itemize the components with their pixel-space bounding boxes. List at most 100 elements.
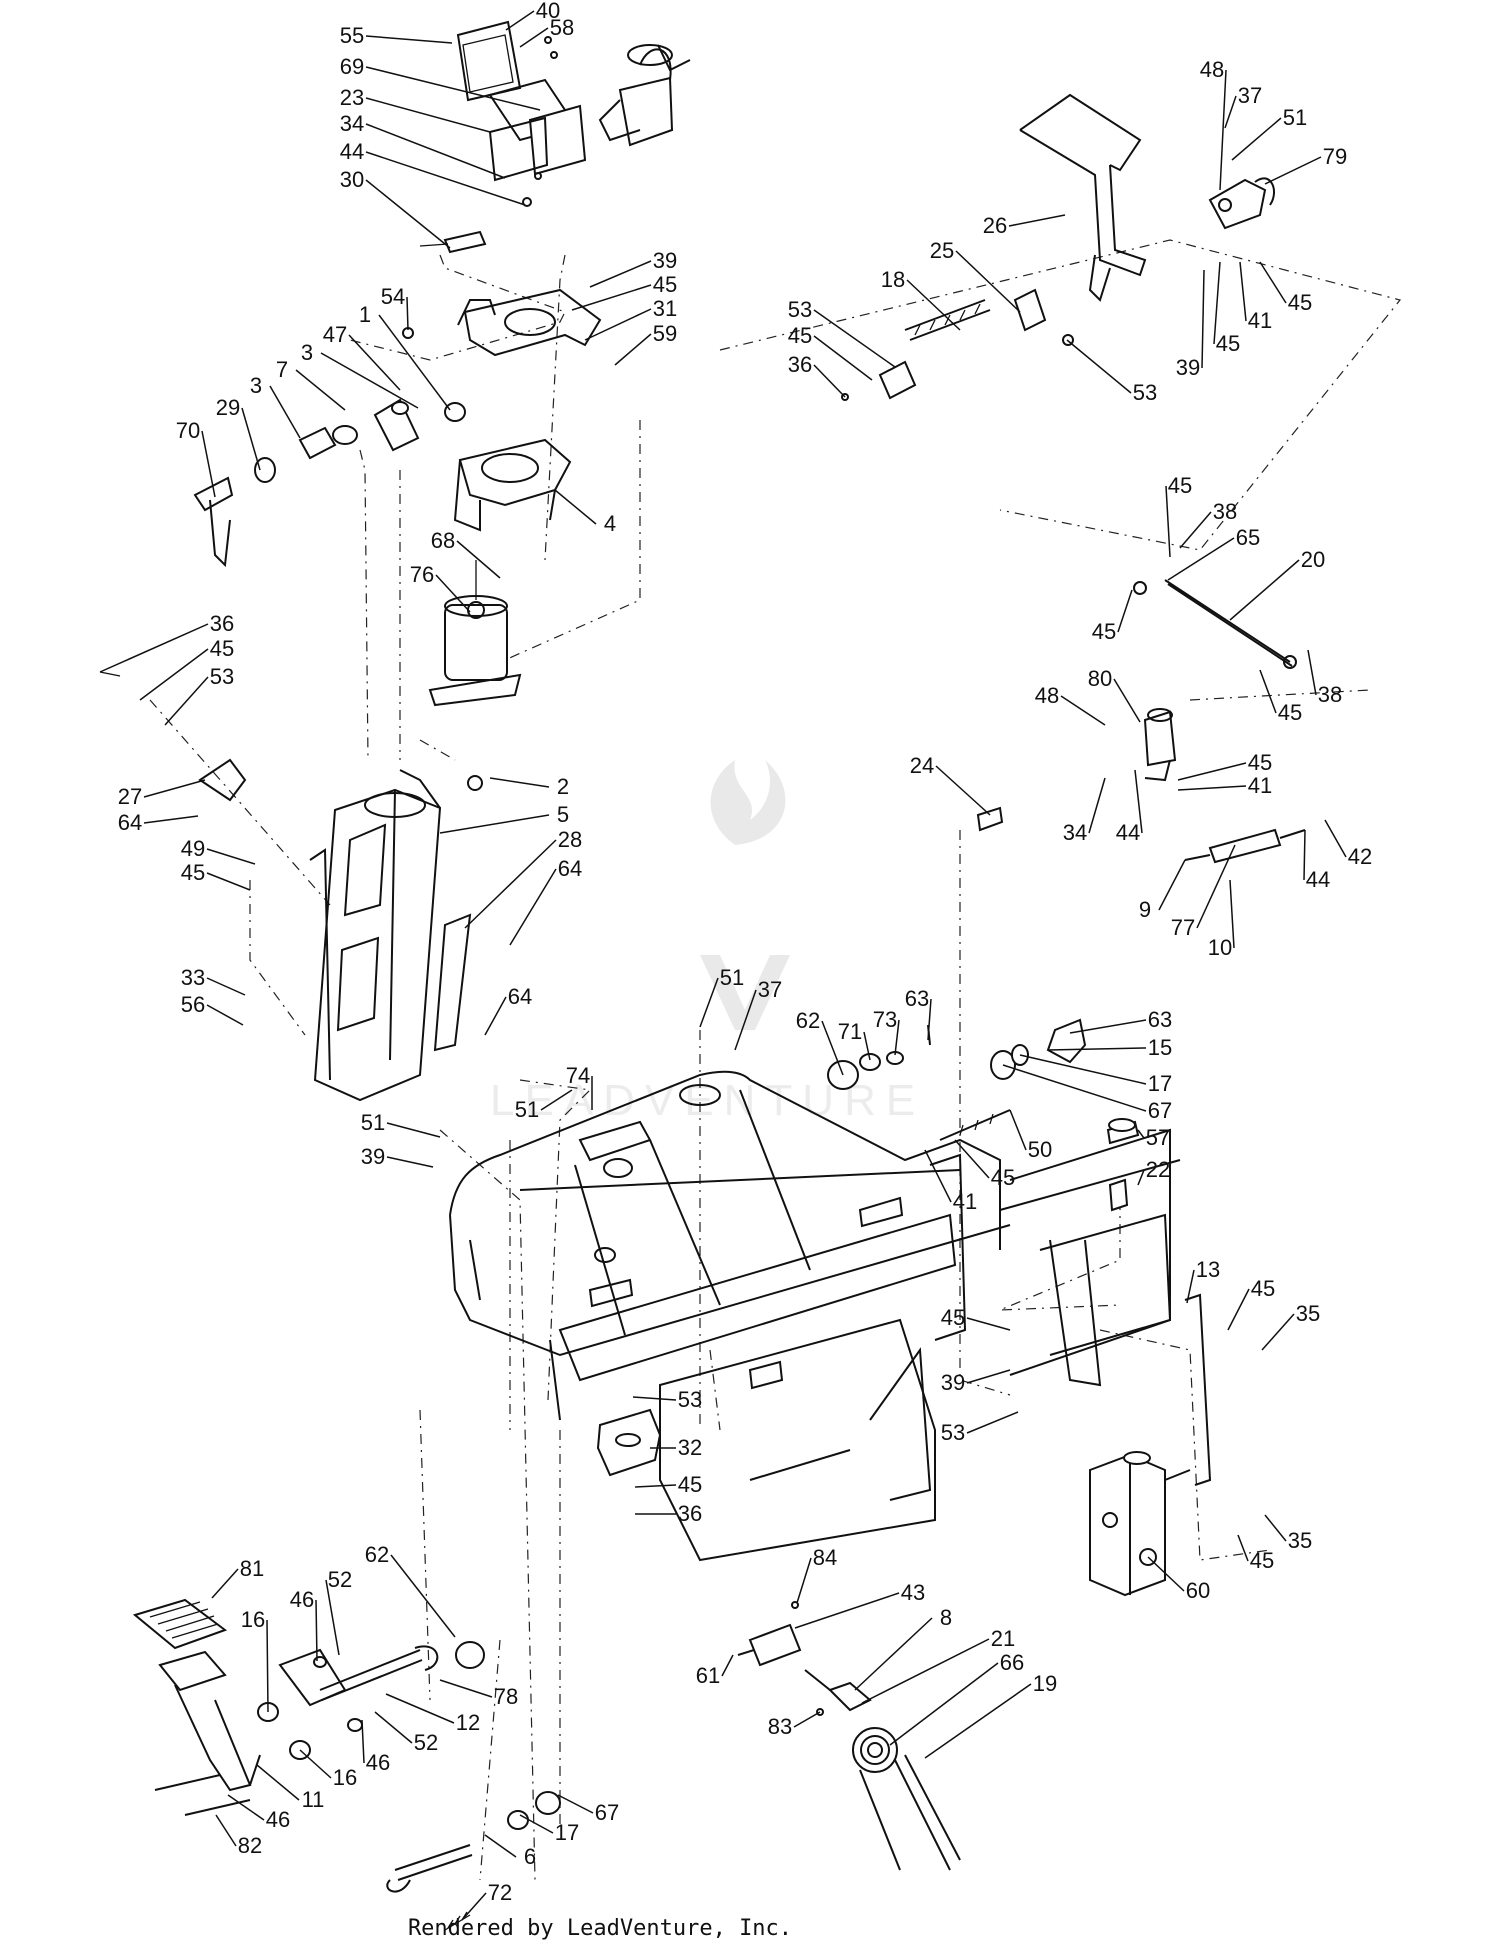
leader-line [634,1484,677,1488]
part-number-label: 66 [1000,1650,1024,1675]
leader-line [374,1711,413,1744]
leader-line [584,308,652,341]
leader-line [1088,777,1106,834]
part-number-label: 39 [1176,355,1200,380]
leader-line [386,1156,434,1168]
part-number-label: 3 [301,340,313,365]
leader-line [966,1411,1019,1434]
leader-line [813,335,873,381]
leader-line [813,309,896,368]
part-number-label: 51 [361,1110,385,1135]
leader-line [365,151,526,206]
leader-line [821,1020,844,1076]
cable-assembly [737,1601,961,1871]
part-number-label: 2 [557,774,569,799]
part-number-label: 76 [410,562,434,587]
part-number-label: 41 [1248,308,1272,333]
leader-line [794,1592,900,1629]
leader-line [348,334,401,391]
part-number-label: 9 [1139,897,1151,922]
part-number-label: 35 [1288,1528,1312,1553]
part-number-label: 62 [796,1008,820,1033]
leader-line [793,1711,821,1728]
pedal-cover-assembly [841,93,1275,401]
part-number-label: 46 [290,1587,314,1612]
leader-line [889,1662,999,1746]
leader-line [927,998,932,1041]
part-number-label: 74 [566,1063,590,1088]
leader-line [139,648,209,701]
part-number-label: 68 [431,528,455,553]
leader-line [614,333,652,366]
leader-line [464,839,557,929]
part-number-label: 28 [558,827,582,852]
leader-line [924,1149,952,1203]
leader-line [206,848,256,865]
part-number-label: 53 [678,1387,702,1412]
part-number-label: 17 [555,1820,579,1845]
leader-line [1229,879,1235,949]
part-number-label: 11 [302,1787,325,1812]
part-number-label: 45 [653,272,677,297]
part-number-label: 29 [216,395,240,420]
part-number-label: 35 [1296,1301,1320,1326]
leader-line [299,1749,332,1779]
leader-line [571,284,652,311]
part-number-label: 53 [210,664,234,689]
leader-line [1019,1054,1147,1085]
leader-line [227,1794,265,1821]
part-number-label: 37 [758,977,782,1002]
part-number-label: 6 [524,1844,536,1869]
part-number-label: 45 [1168,473,1192,498]
leader-line [164,676,209,726]
leader-line [966,1317,1011,1331]
part-number-label: 5 [557,802,569,827]
part-number-label: 57 [1146,1125,1170,1150]
leader-line [1060,695,1106,726]
part-number-label: 61 [696,1663,720,1688]
leader-line [365,35,453,44]
leader-line [557,1794,594,1814]
leader-line [1066,339,1132,394]
leader-line [1237,1534,1249,1562]
leader-line [1231,117,1282,161]
part-number-label: 64 [558,856,582,881]
part-number-label: 21 [991,1626,1015,1651]
leader-line [211,1568,239,1599]
leader-line [554,489,597,525]
leader-line [439,1679,493,1698]
lever-linkage [193,327,466,568]
leader-line [365,179,451,249]
leader-line [365,123,506,179]
main-frame [449,1070,1181,1562]
part-number-label: 64 [118,810,142,835]
part-number-label: 24 [910,753,934,778]
leader-line [1239,261,1247,322]
part-number-label: 45 [210,636,234,661]
part-number-label: 78 [494,1684,518,1709]
leader-line [365,97,491,133]
joystick-assembly [419,20,691,254]
leader-line [1224,95,1237,129]
control-rod-assembly [827,579,1306,1212]
leader-line [1137,1169,1145,1186]
part-number-label: 54 [381,284,405,309]
part-number-label: 36 [788,352,812,377]
bracket-32 [596,1408,662,1477]
part-number-label: 12 [456,1710,480,1735]
leader-line [1177,785,1247,791]
leader-line [386,1122,441,1138]
part-number-label: 45 [1250,1548,1274,1573]
part-number-label: 45 [181,860,205,885]
leader-line [1002,1064,1147,1112]
leader-line [1134,769,1143,834]
part-number-label: 27 [118,784,142,809]
part-number-label: 3 [250,373,262,398]
part-number-label: 33 [181,965,205,990]
part-number-label: 8 [940,1605,952,1630]
part-number-label: 17 [1148,1071,1172,1096]
leader-line [721,1654,734,1677]
part-number-label: 10 [1208,935,1232,960]
part-number-label: 63 [1148,1007,1172,1032]
